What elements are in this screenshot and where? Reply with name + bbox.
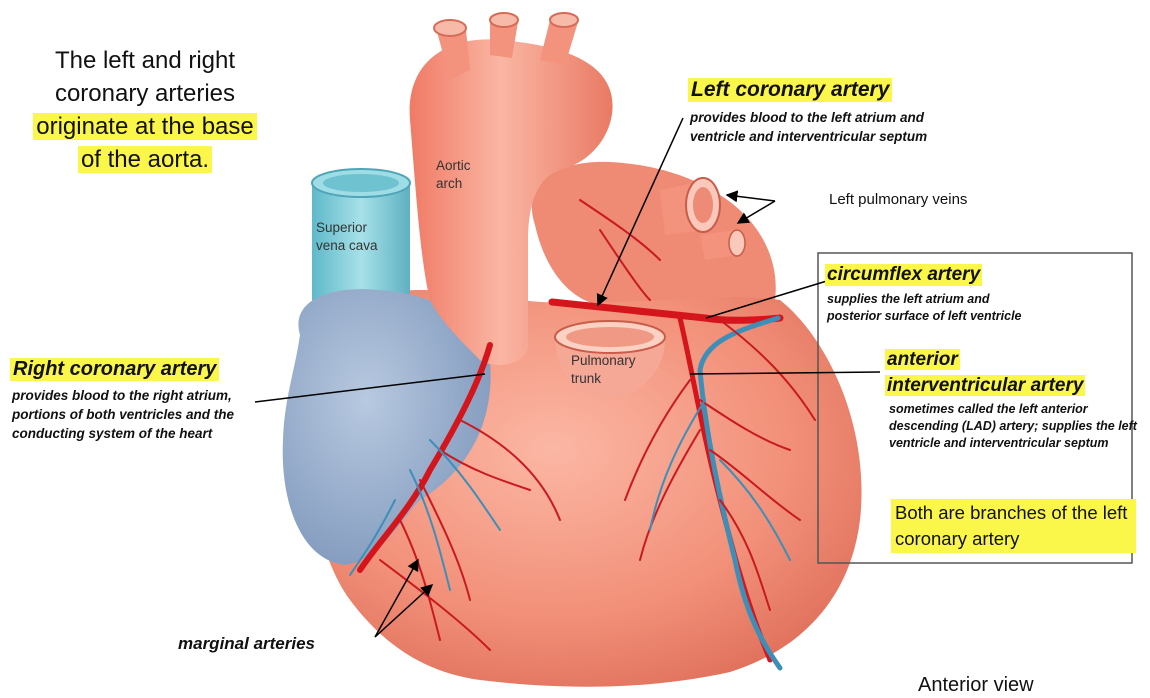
branches-note: Both are branches of the left coronary a… (891, 499, 1136, 553)
right-coronary-artery-description: provides blood to the right atrium, port… (12, 386, 282, 443)
intro-line-3: originate at the base (33, 113, 257, 140)
intro-line-1: The left and right (10, 44, 280, 77)
view-label: Anterior view (918, 674, 1034, 697)
aortic-arch-label-line-2: arch (436, 175, 471, 193)
right-coronary-artery-title: Right coronary artery (10, 358, 219, 381)
pulmonary-trunk-label-line-1: Pulmonary (571, 352, 651, 370)
left-coronary-artery-title: Left coronary artery (688, 78, 892, 102)
aia-title-line-1: anterior (885, 349, 960, 370)
svc-label-line-2: vena cava (316, 237, 406, 255)
svc-label-line-1: Superior (316, 219, 406, 237)
left-coronary-artery-description: provides blood to the left atrium and ve… (690, 108, 950, 146)
pulmonary-trunk-label: Pulmonary trunk (571, 352, 651, 388)
intro-text: The left and right coronary arteries ori… (10, 44, 280, 176)
aortic-arch-label-line-1: Aortic (436, 157, 471, 175)
superior-vena-cava-label: Superior vena cava (316, 219, 406, 255)
anterior-interventricular-artery-title: anterior interventricular artery (885, 347, 1113, 399)
intro-line-4: of the aorta. (78, 146, 212, 173)
pulmonary-trunk-label-line-2: trunk (571, 370, 651, 388)
aia-title-line-2: interventricular artery (885, 375, 1085, 396)
anterior-interventricular-artery-description: sometimes called the left anterior desce… (889, 401, 1139, 452)
circumflex-artery-description: supplies the left atrium and posterior s… (827, 291, 1027, 325)
left-pulmonary-veins-label: Left pulmonary veins (829, 191, 967, 208)
circumflex-artery-title: circumflex artery (825, 264, 982, 286)
marginal-arteries-label: marginal arteries (178, 634, 315, 654)
aortic-arch-label: Aortic arch (436, 157, 471, 193)
intro-line-2: coronary arteries (10, 77, 280, 110)
